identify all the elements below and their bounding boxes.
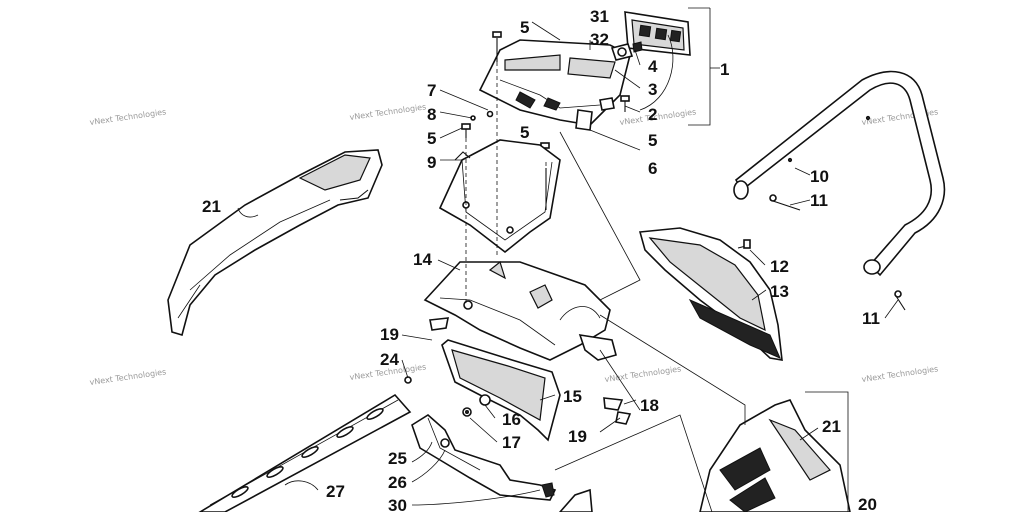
callout-1: 1 xyxy=(720,60,729,79)
callout-2: 2 xyxy=(648,105,657,124)
callout-5: 5 xyxy=(520,18,529,37)
watermark: vNext Technologies xyxy=(89,367,167,387)
callout-10: 10 xyxy=(810,167,829,186)
callout-11: 11 xyxy=(862,309,880,328)
callout-12: 12 xyxy=(770,257,789,276)
grab-bar xyxy=(733,70,946,277)
screws xyxy=(461,31,630,162)
callouts: 1 2 3 4 5 5 5 5 6 7 8 9 10 11 11 12 13 1… xyxy=(202,7,880,512)
watermark: vNext Technologies xyxy=(349,102,427,122)
rear-body xyxy=(558,399,851,512)
watermark: vNext Technologies xyxy=(89,107,167,127)
screw-12 xyxy=(737,239,751,249)
bulb-sockets xyxy=(599,41,643,111)
callout-9: 9 xyxy=(427,153,436,172)
callout-24: 24 xyxy=(380,350,399,369)
callout-13: 13 xyxy=(770,282,789,301)
taillight-housing xyxy=(478,39,631,131)
callout-20: 20 xyxy=(858,495,877,512)
pins xyxy=(769,194,906,311)
side-panel-right-upper xyxy=(638,227,783,361)
callout-26: 26 xyxy=(388,473,407,492)
callout-6: 6 xyxy=(648,159,657,178)
mounting-bracket xyxy=(438,139,561,254)
callout-19: 19 xyxy=(568,427,587,446)
leader-lines xyxy=(237,7,899,512)
callout-31: 31 xyxy=(590,7,609,26)
callout-14: 14 xyxy=(413,250,432,269)
side-panel-left xyxy=(167,149,383,337)
callout-3: 3 xyxy=(648,80,657,99)
callout-27: 27 xyxy=(326,482,345,501)
callout-5: 5 xyxy=(648,131,657,150)
small-hardware xyxy=(404,110,632,425)
callout-5: 5 xyxy=(520,123,529,142)
callout-32: 32 xyxy=(590,30,609,49)
inner-fender xyxy=(423,260,617,361)
callout-19: 19 xyxy=(380,325,399,344)
watermark: vNext Technologies xyxy=(861,364,939,384)
rail xyxy=(198,393,412,512)
callout-21: 21 xyxy=(202,197,221,216)
hitch-bracket xyxy=(411,414,557,501)
snow-flap xyxy=(441,339,561,442)
callout-18: 18 xyxy=(640,396,659,415)
callout-21: 21 xyxy=(822,417,841,436)
callout-17: 17 xyxy=(502,433,521,452)
callout-11: 11 xyxy=(810,191,828,210)
callout-5: 5 xyxy=(427,129,436,148)
watermark: vNext Technologies xyxy=(619,107,697,127)
callout-30: 30 xyxy=(388,496,407,512)
callout-16: 16 xyxy=(502,410,521,429)
callout-15: 15 xyxy=(563,387,582,406)
callout-4: 4 xyxy=(648,57,658,76)
callout-8: 8 xyxy=(427,105,436,124)
callout-7: 7 xyxy=(427,81,436,100)
callout-25: 25 xyxy=(388,449,407,468)
